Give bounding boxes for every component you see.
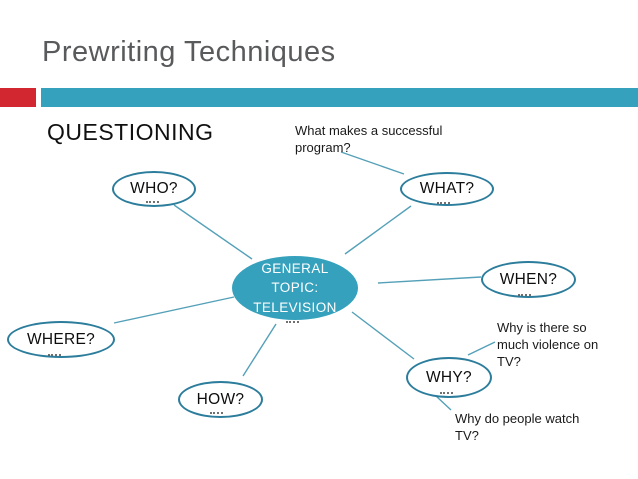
connector-line-when-center <box>377 276 482 284</box>
slide-title: Prewriting Techniques <box>42 36 336 68</box>
connector-line-why-violence <box>467 341 496 356</box>
annotation-violence-question: Why is there so much violence on TV? <box>497 320 599 370</box>
annotation-what-question: What makes a successful program? <box>295 123 443 156</box>
central-topic-line: GENERAL <box>261 260 329 276</box>
question-oval-where: WHERE? <box>7 321 115 358</box>
central-topic-line: TOPIC: <box>271 280 319 296</box>
cropped-text-artifact <box>48 354 61 356</box>
cropped-text-artifact <box>440 392 453 394</box>
cropped-text-artifact <box>437 202 450 204</box>
connector-line-why-watch <box>435 395 452 411</box>
annotation-watch-question: Why do people watch TV? <box>455 411 580 444</box>
question-oval-when: WHEN? <box>481 261 576 298</box>
connector-line-question-what <box>340 151 405 175</box>
question-oval-what: WHAT? <box>400 172 494 206</box>
connector-line-what-center <box>344 205 412 255</box>
central-topic-oval: GENERAL TOPIC: TELEVISION <box>232 256 358 320</box>
cropped-text-artifact <box>146 201 159 203</box>
connector-line-how-center <box>242 323 277 377</box>
connector-line-who-center <box>173 204 253 260</box>
question-oval-why: WHY? <box>406 357 492 398</box>
cropped-text-artifact <box>210 412 223 414</box>
accent-bar-red <box>0 88 36 107</box>
central-topic-line: TELEVISION <box>253 299 337 315</box>
connector-line-where-center <box>113 296 235 324</box>
section-heading: QUESTIONING <box>47 119 214 145</box>
cropped-text-artifact <box>518 294 531 296</box>
connector-line-why-center <box>351 311 415 360</box>
accent-bar-teal <box>41 88 638 107</box>
cropped-text-artifact <box>286 321 299 323</box>
question-oval-how: HOW? <box>178 381 263 418</box>
